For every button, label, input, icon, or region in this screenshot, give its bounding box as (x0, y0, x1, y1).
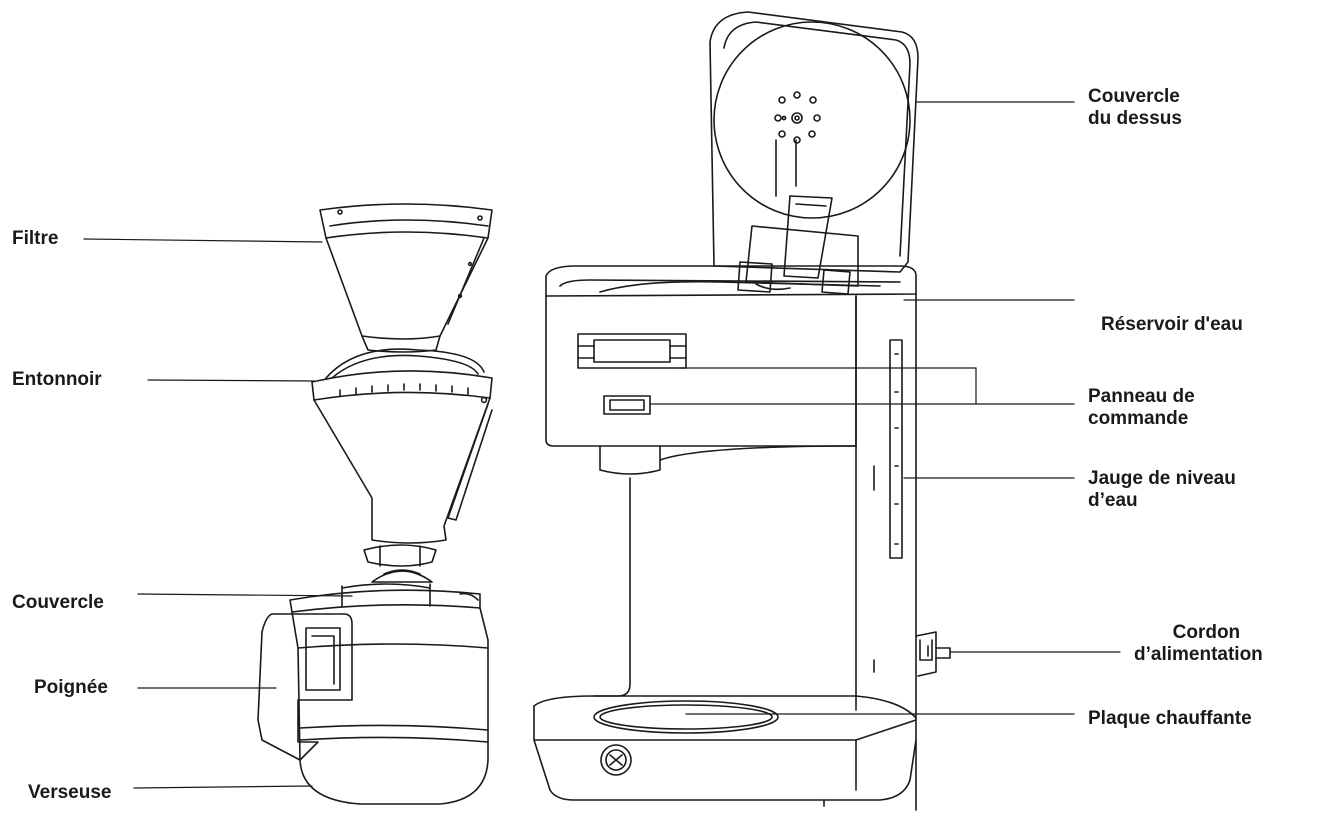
label-verseuse: Verseuse (28, 782, 111, 804)
brewer-body (534, 12, 950, 810)
label-panneau-line2: commande (1088, 408, 1195, 430)
label-filtre: Filtre (12, 228, 58, 250)
leader-lines (84, 102, 1120, 788)
label-cordon-line2: d’alimentation (1134, 644, 1263, 666)
label-reservoir: Réservoir d'eau (1101, 314, 1243, 336)
label-plaque: Plaque chauffante (1088, 708, 1252, 730)
label-couvercle: Couvercle (12, 592, 104, 614)
label-entonnoir: Entonnoir (12, 369, 102, 391)
label-couvercle-dessus-line1: Couvercle (1088, 86, 1182, 108)
label-couvercle-dessus: Couvercle du dessus (1088, 86, 1182, 130)
label-panneau-line1: Panneau de (1088, 386, 1195, 408)
label-jauge-line2: d’eau (1088, 490, 1236, 512)
label-cordon: Cordon d’alimentation (1134, 622, 1263, 666)
filter-basket (320, 204, 492, 352)
label-panneau: Panneau de commande (1088, 386, 1195, 430)
label-jauge-line1: Jauge de niveau (1088, 468, 1236, 490)
funnel (312, 349, 492, 566)
carafe (258, 570, 488, 804)
label-cordon-line1: Cordon (1134, 622, 1263, 644)
label-poignee: Poignée (34, 677, 108, 699)
label-couvercle-dessus-line2: du dessus (1088, 108, 1182, 130)
label-jauge: Jauge de niveau d’eau (1088, 468, 1236, 512)
